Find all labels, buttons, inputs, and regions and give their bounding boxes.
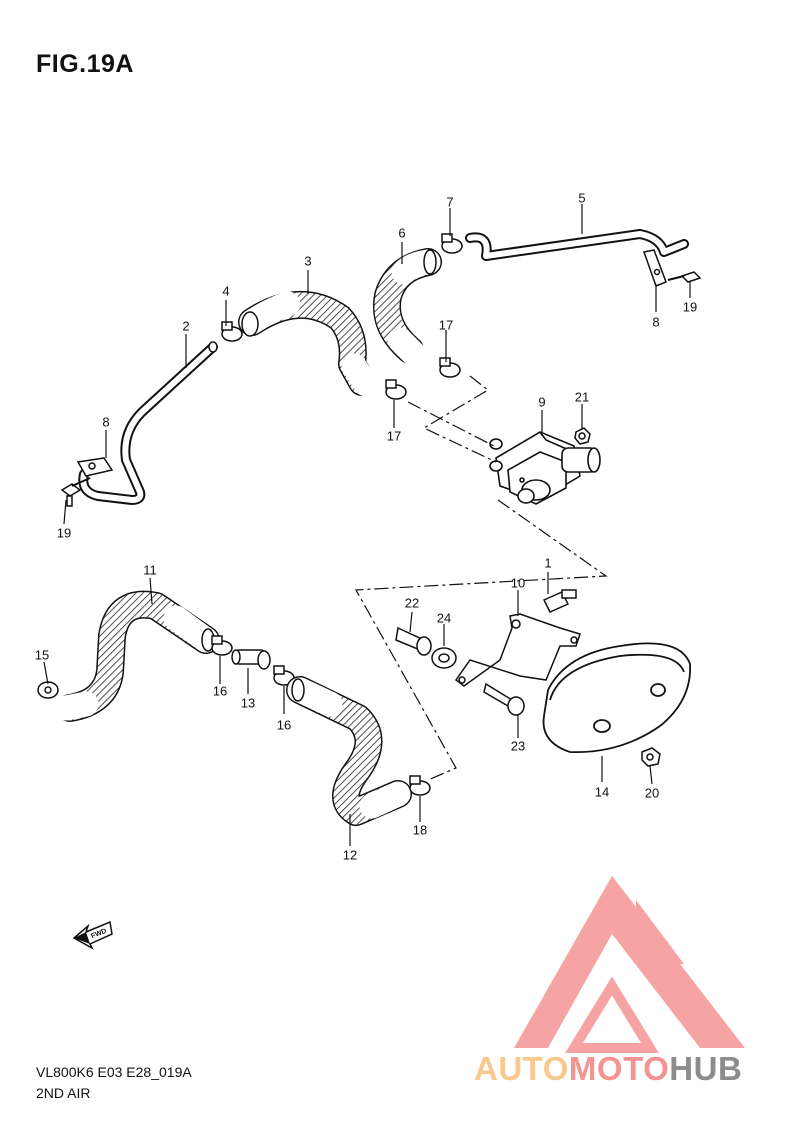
callout-13: 13: [240, 695, 256, 711]
watermark-moto: MOTO: [568, 1050, 670, 1087]
callout-6: 6: [398, 225, 406, 241]
cap-15: [37, 681, 59, 699]
hose-11: [53, 590, 220, 722]
bolt-23: [483, 682, 525, 716]
hose-6: [373, 248, 442, 367]
nut-20: [641, 747, 661, 767]
callout-8-left: 8: [102, 414, 110, 430]
forward-arrow-icon: [72, 920, 113, 950]
callout-16-right: 16: [276, 717, 292, 733]
hose-12-end: [291, 678, 305, 702]
hose-12: [286, 676, 412, 826]
callout-21: 21: [574, 389, 590, 405]
hose-3-end: [241, 311, 259, 337]
air-valve-9: [489, 431, 601, 505]
clamp-18: [409, 775, 431, 796]
bolt-22: [395, 626, 432, 656]
watermark-hub: HUB: [669, 1050, 743, 1087]
callout-2: 2: [182, 318, 190, 334]
callout-4: 4: [222, 283, 230, 299]
connector-lines: [355, 375, 608, 781]
callout-17-lower: 17: [386, 428, 402, 444]
connector-13: [231, 649, 271, 670]
callout-17-upper: 17: [438, 317, 454, 333]
leader-lines: [43, 204, 691, 846]
callout-3: 3: [304, 253, 312, 269]
watermark-text: AUTOMOTOHUB: [474, 1050, 742, 1088]
callout-23: 23: [510, 738, 526, 754]
callout-1: 1: [544, 555, 552, 571]
callout-8-right: 8: [652, 314, 660, 330]
bolt-19-left: [60, 477, 91, 507]
clamp-17-upper: [439, 357, 461, 378]
watermark-auto: AUTO: [474, 1050, 569, 1087]
clamp-17-lower: [385, 379, 407, 400]
callout-9: 9: [538, 394, 546, 410]
bracket-10: [454, 613, 581, 687]
bracket-8-left: [76, 457, 114, 477]
callout-15: 15: [34, 647, 50, 663]
callout-16-left: 16: [212, 683, 228, 699]
clamp-7: [441, 233, 463, 254]
model-code: VL800K6 E03 E28_019A: [36, 1064, 192, 1080]
callout-5: 5: [578, 190, 586, 206]
hose-3: [238, 290, 379, 397]
callout-11: 11: [143, 562, 157, 578]
callout-7: 7: [446, 194, 454, 210]
collar-24: [431, 647, 457, 669]
pipe-5: [465, 229, 689, 261]
pipe-2: [78, 341, 218, 505]
callout-20: 20: [644, 785, 660, 801]
section-name: 2ND AIR: [36, 1085, 91, 1101]
callout-14: 14: [594, 784, 610, 800]
watermark-logo: [514, 876, 745, 1053]
figure-title: FIG.19A: [36, 50, 134, 78]
part-1: [542, 589, 577, 613]
air-case-14: [542, 642, 691, 753]
callout-19-left: 19: [56, 525, 72, 541]
callout-12: 12: [342, 847, 358, 863]
bolt-19-right: [667, 271, 702, 283]
callout-10: 10: [510, 575, 526, 591]
callout-18: 18: [412, 822, 428, 838]
clamp-4: [221, 321, 243, 342]
hose-6-end: [423, 249, 437, 275]
callout-19-right: 19: [682, 299, 698, 315]
clamp-16-left: [211, 635, 233, 656]
callout-24: 24: [436, 610, 452, 626]
callout-22: 22: [404, 595, 420, 611]
bracket-8-right: [643, 249, 667, 287]
nut-21: [574, 427, 591, 445]
